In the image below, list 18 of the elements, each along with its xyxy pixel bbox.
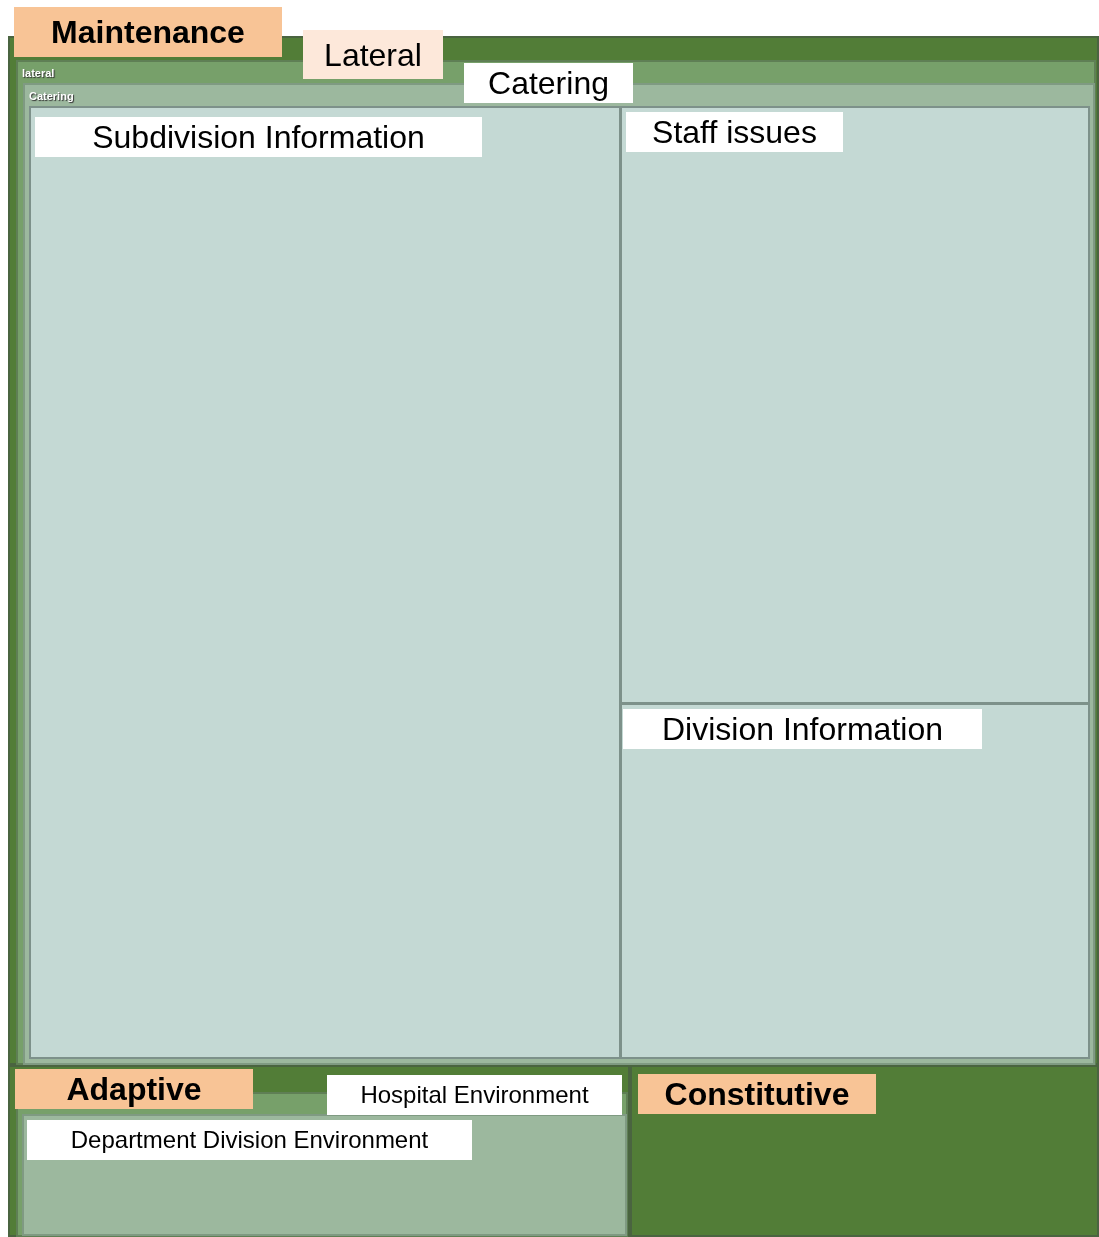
panel-caption: Catering xyxy=(29,89,74,104)
nested-panel xyxy=(620,703,1090,1059)
panel-title: Lateral xyxy=(303,30,443,79)
panel-caption: lateral xyxy=(22,66,55,81)
panel-title: Subdivision Information xyxy=(35,117,482,157)
nested-panel xyxy=(29,106,621,1059)
panel-title: Constitutive xyxy=(638,1074,876,1114)
nested-panel xyxy=(620,106,1090,704)
panel-title: Catering xyxy=(464,63,633,103)
panel-title: Staff issues xyxy=(626,112,843,152)
panel-title: Department Division Environment xyxy=(27,1120,472,1160)
nested-panel xyxy=(630,1065,1099,1237)
panel-title: Hospital Environment xyxy=(327,1075,622,1115)
panel-title: Adaptive xyxy=(15,1069,253,1109)
panel-title: Division Information xyxy=(623,709,982,749)
nested-panel xyxy=(22,1114,627,1236)
nested-panel xyxy=(8,1065,630,1237)
panel-title: Maintenance xyxy=(14,7,282,57)
